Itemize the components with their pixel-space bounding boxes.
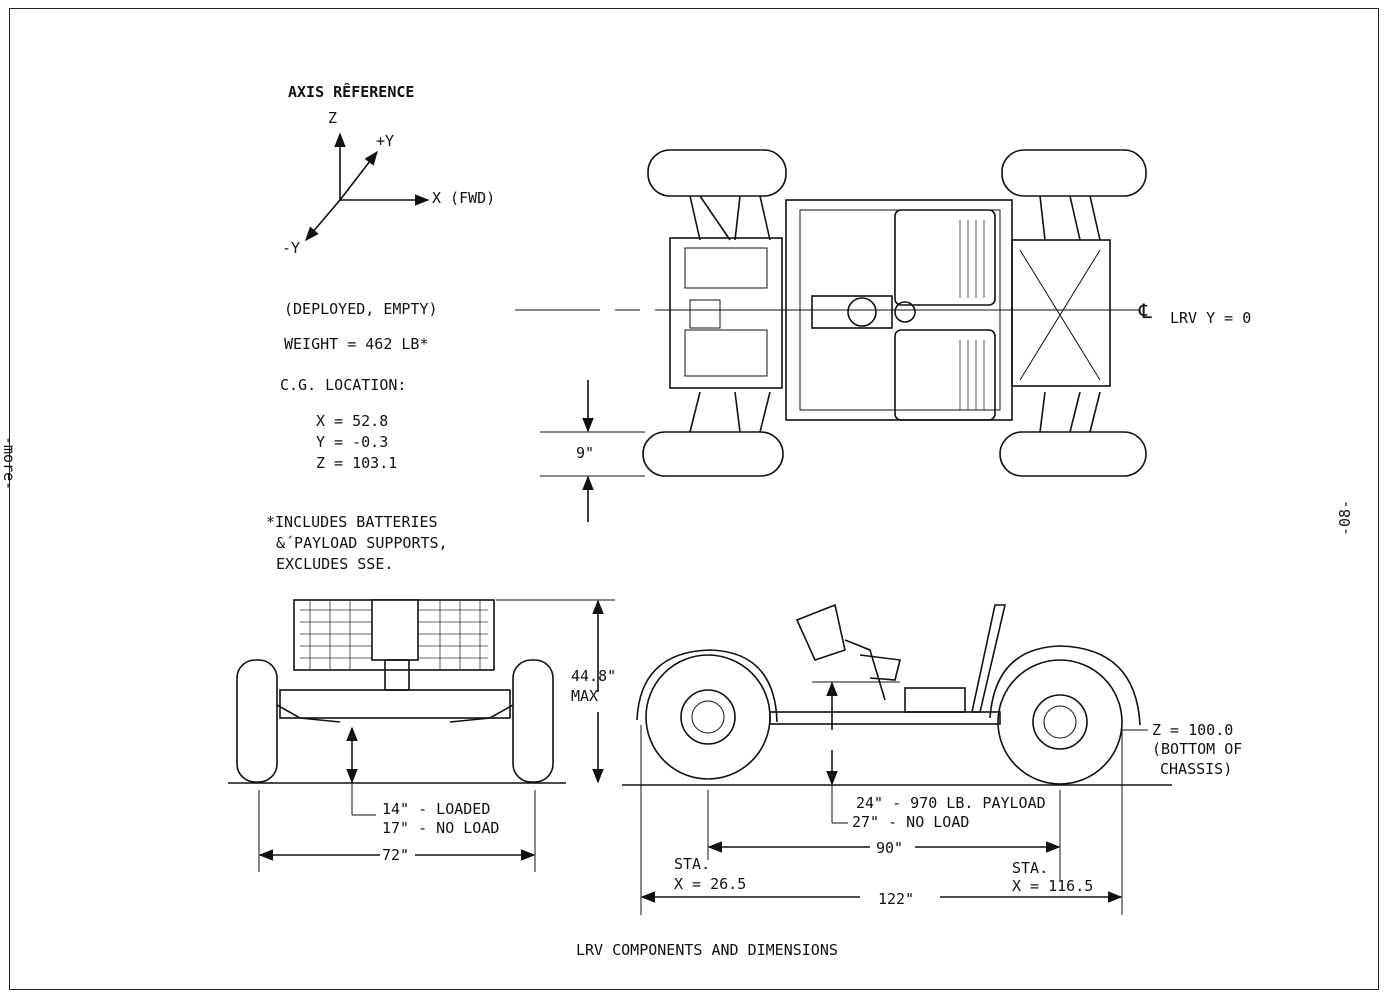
axis-reference-diagram [305,132,430,242]
top-offset-dimension: 9" [576,444,595,462]
weight-label: WEIGHT = 462 LB* [284,335,429,353]
axis-plus-y-label: +Y [376,132,395,150]
clearance-noload-label: 17" - NO LOAD [382,819,500,837]
cg-location-title: C.G. LOCATION: [280,376,407,394]
page-border [9,8,1379,990]
axis-z-label: Z [328,109,338,127]
axis-x-label: X (FWD) [432,189,496,207]
centerline-symbol: ℄ [1139,299,1152,323]
side-view-drawing [622,603,1172,915]
clearance-loaded-label: 14" - LOADED [382,800,491,818]
axis-reference-title: AXIS RÊFERENCE [288,83,415,101]
rear-station-value: X = 116.5 [1012,877,1094,895]
top-view-drawing [515,149,1147,522]
footnote-line-3: EXCLUDES SSE. [276,555,394,573]
front-station-label: STA. [674,855,711,873]
noload-height-label: 27" - NO LOAD [852,813,970,831]
max-height-qualifier: MAX [571,687,599,705]
chassis-z-label: Z = 100.0 [1152,721,1234,739]
figure-caption: LRV COMPONENTS AND DIMENSIONS [576,941,838,959]
payload-height-label: 24" - 970 LB. PAYLOAD [856,794,1046,812]
front-station-value: X = 26.5 [674,875,747,893]
cg-z-value: Z = 103.1 [316,454,398,472]
front-view-drawing [228,599,615,872]
track-width-dimension: 72" [382,846,410,864]
margin-more-label: -more- [0,436,18,491]
rear-station-label: STA. [1012,859,1049,877]
margin-page-number: -08- [1336,499,1354,536]
wheelbase-dimension: 90" [876,839,904,857]
chassis-z-note-2: CHASSIS) [1160,760,1233,778]
cg-y-value: Y = -0.3 [316,433,389,451]
cg-x-value: X = 52.8 [316,412,389,430]
overall-length-dimension: 122" [878,890,915,908]
chassis-z-note-1: (BOTTOM OF [1152,740,1243,758]
footnote-line-2: &´PAYLOAD SUPPORTS, [276,534,448,552]
deployed-state-label: (DEPLOYED, EMPTY) [284,300,438,318]
centerline-label: LRV Y = 0 [1170,309,1252,327]
max-height-dimension: 44.8" [571,667,617,685]
footnote-line-1: *INCLUDES BATTERIES [266,513,438,531]
axis-minus-y-label: -Y [282,239,301,257]
